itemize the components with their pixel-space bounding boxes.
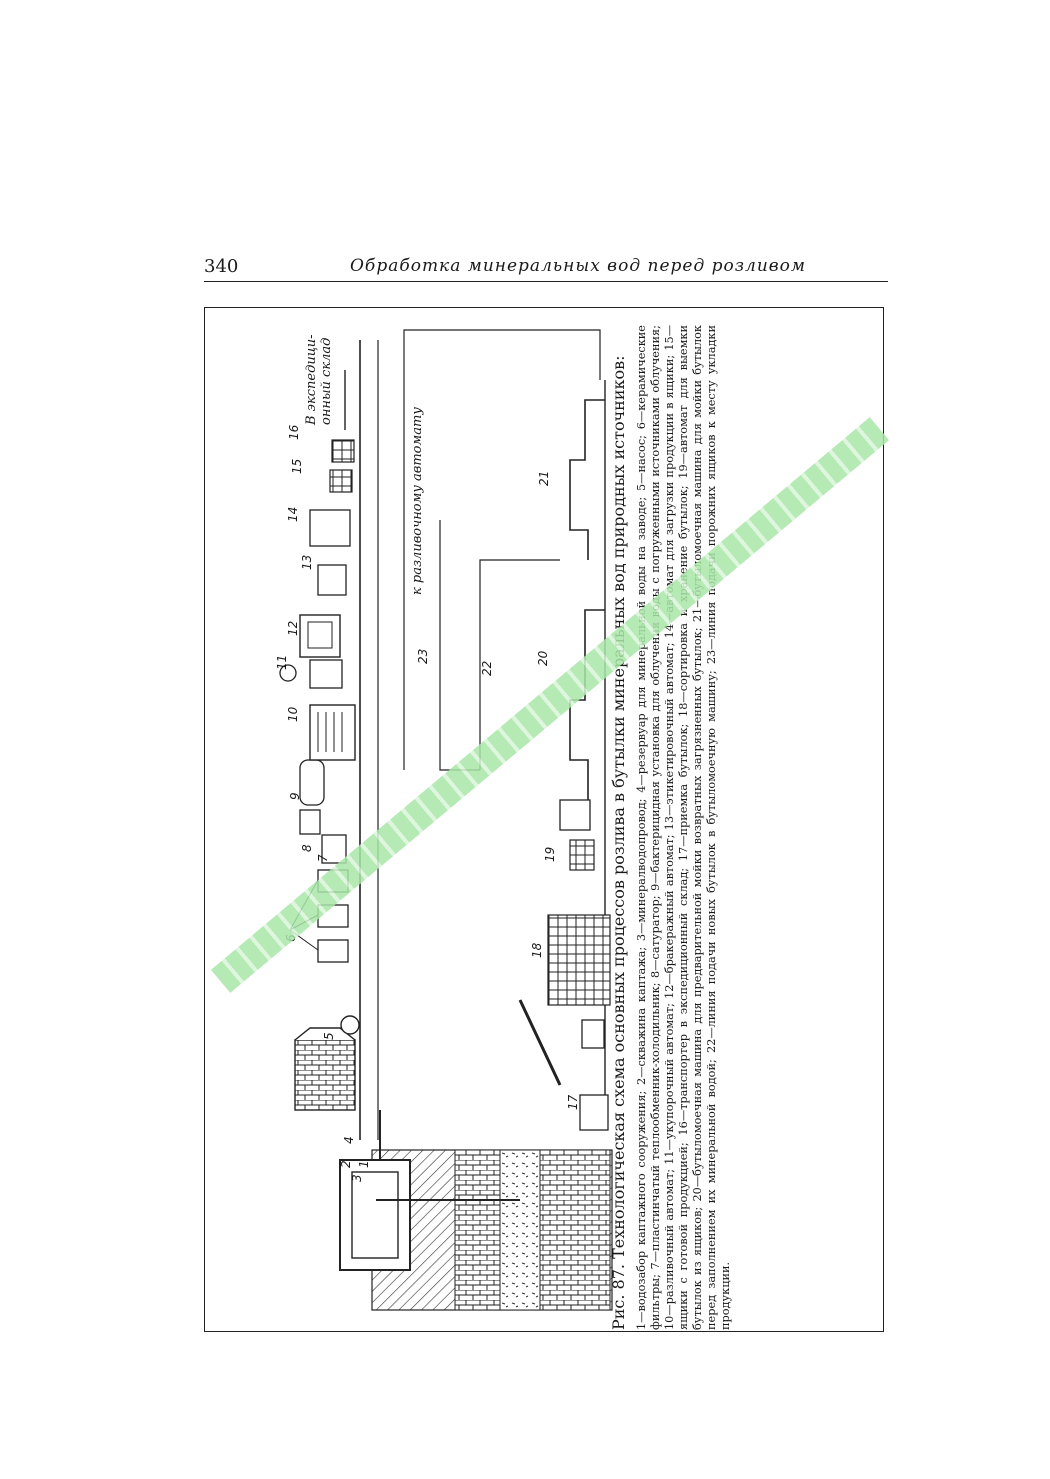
washing-line <box>518 380 611 1131</box>
callout-12: 12 <box>286 620 300 636</box>
callout-15: 15 <box>290 458 304 474</box>
callout-18: 18 <box>530 942 544 958</box>
page-number: 340 <box>204 256 239 277</box>
callout-10: 10 <box>286 706 300 722</box>
label-to-warehouse: В экспедици- онный склад <box>304 334 334 425</box>
page-header: 340 Обработка минеральных вод перед розл… <box>204 256 888 284</box>
callout-8: 8 <box>300 844 314 852</box>
figure-caption: Рис. 87. Технологическая схема основных … <box>608 325 813 1330</box>
caption-title: Рис. 87. Технологическая схема основных … <box>609 355 628 1330</box>
callout-1: 1 <box>357 1160 371 1168</box>
callout-3: 3 <box>350 1174 364 1182</box>
callout-14: 14 <box>286 506 300 522</box>
figure-frame <box>204 307 884 1332</box>
callout-5: 5 <box>322 1032 336 1040</box>
callout-13: 13 <box>300 554 314 570</box>
callout-23: 23 <box>416 648 430 664</box>
callout-19: 19 <box>543 846 557 862</box>
label-to-bottling: к разливочному автомату <box>410 407 425 595</box>
geology-section <box>339 1110 613 1311</box>
callout-22: 22 <box>480 660 494 676</box>
caption-legend: 1—водозабор каптажного сооружения; 2—скв… <box>635 325 732 1330</box>
callout-17: 17 <box>566 1094 580 1110</box>
callout-9: 9 <box>288 792 302 800</box>
callout-4: 4 <box>342 1136 356 1144</box>
callout-20: 20 <box>536 650 550 666</box>
callout-11: 11 <box>275 654 289 670</box>
callout-16: 16 <box>287 424 301 440</box>
header-rule <box>204 281 888 282</box>
callout-21: 21 <box>537 470 551 486</box>
running-title: Обработка минеральных вод перед розливом <box>350 256 807 276</box>
callout-7: 7 <box>316 854 330 862</box>
callout-2: 2 <box>339 1160 353 1168</box>
